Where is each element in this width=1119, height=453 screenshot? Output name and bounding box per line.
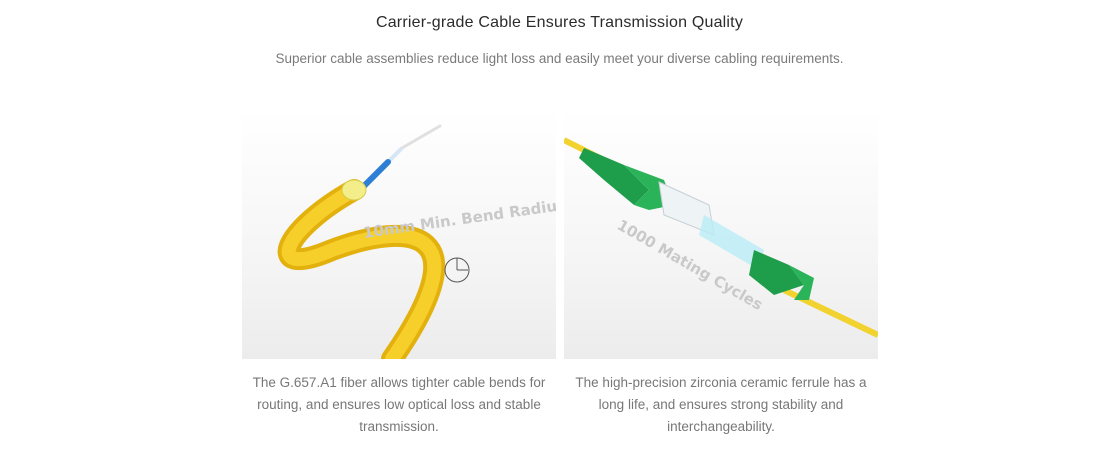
feature-caption-bend: The G.657.A1 fiber allows tighter cable … — [252, 375, 546, 434]
section-subtitle: Superior cable assemblies reduce light l… — [275, 51, 844, 66]
section-title: Carrier-grade Cable Ensures Transmission… — [375, 14, 744, 31]
mating-cycles-label: 1000 Mating Cycles — [614, 216, 766, 314]
bend-radius-label: 10mm Min. Bend Radius — [362, 196, 556, 242]
mating-cycles-image: 1000 Mating Cycles — [564, 110, 878, 359]
feature-caption-ferrule: The high-precision zirconia ceramic ferr… — [575, 375, 867, 434]
bend-radius-image: 10mm Min. Bend Radius — [242, 110, 556, 359]
